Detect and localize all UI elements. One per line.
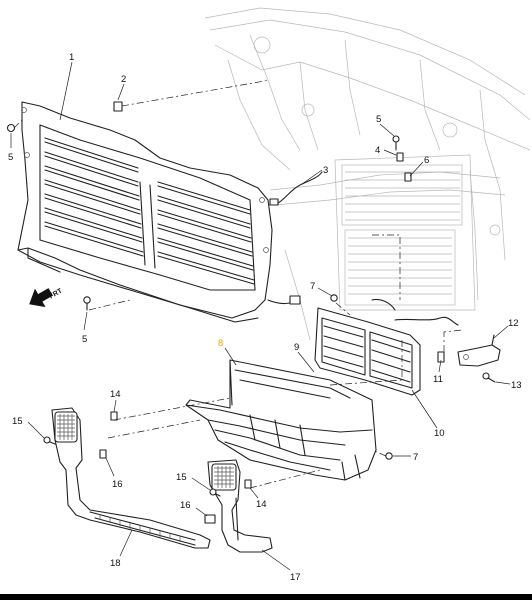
callout-12: 12 [508,318,519,329]
callout-1: 1 [69,52,74,63]
sensor-bracket [457,334,501,367]
callout-15-right: 15 [176,472,187,483]
callout-2: 2 [121,74,126,85]
clip-14a [110,411,118,421]
clip-2 [113,101,123,112]
callout-18: 18 [110,558,121,569]
mesh-pattern-right [214,466,234,488]
callout-5-lower: 5 [82,334,87,345]
callout-5-right: 5 [376,114,381,125]
callout-3: 3 [323,165,328,176]
callout-13: 13 [511,380,522,391]
bolt-15b [209,488,221,497]
grille-shutter-assembly [17,101,273,323]
callout-7-upper: 7 [310,281,315,292]
air-deflector-assembly [185,359,377,481]
callout-16-left: 16 [112,479,123,490]
alignment-lines [13,79,463,489]
shutter-vanes-right [157,181,255,285]
callout-16-right: 16 [180,500,191,511]
front-direction-indicator: FRT [29,287,64,308]
callout-9: 9 [294,342,299,353]
shutter-vanes-left [44,137,144,257]
harness [267,171,323,305]
bolt-15a [43,436,56,445]
callout-11: 11 [433,374,443,385]
callout-10: 10 [434,428,445,439]
lower-shutter-assembly [314,298,459,396]
callout-14-right: 14 [256,499,267,510]
bolt-5a [6,123,16,133]
bolt-7b [385,452,393,460]
clip-14b [244,479,252,489]
mesh-pattern-left [57,414,75,440]
callout-17: 17 [290,572,301,583]
left-bracket-assembly [51,407,211,549]
bolt-5c [392,135,400,151]
bottom-border [0,594,532,600]
fasteners [6,101,496,497]
callout-6: 6 [424,155,429,166]
bolt-5b [83,296,91,311]
callout-15-left: 15 [12,416,23,427]
callout-5-left: 5 [8,152,13,163]
leader-lines [10,61,511,571]
callout-labels: 1 2 3 4 5 5 5 6 7 7 8 9 10 11 12 13 14 1… [8,52,522,583]
bolt-7a [330,294,338,302]
clip-6 [404,172,412,182]
frt-label: FRT [48,287,64,300]
clip-4 [396,152,404,162]
callout-4: 4 [375,145,380,156]
callout-8: 8 [218,338,223,349]
right-bracket-assembly [204,459,273,553]
bolt-13 [482,372,496,383]
callout-7-lower: 7 [413,452,418,463]
callout-14-left: 14 [110,389,121,400]
